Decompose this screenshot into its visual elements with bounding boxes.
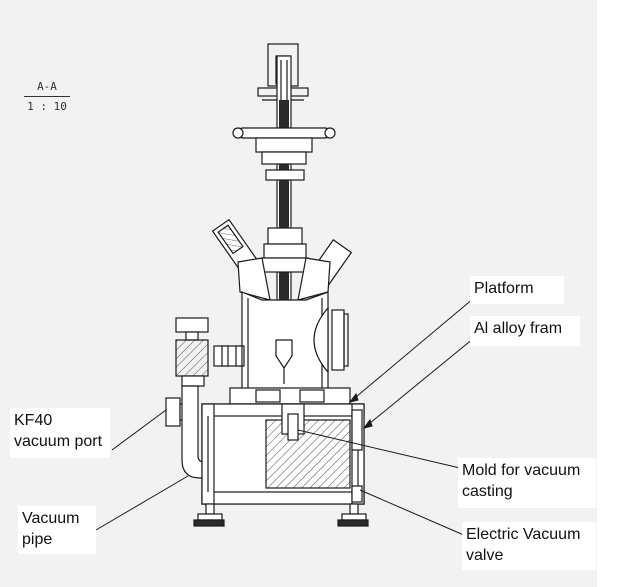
electric-valve-label: Electric Vacuum valve bbox=[462, 522, 596, 570]
electric-vacuum-valve bbox=[351, 409, 363, 451]
section-scale: 1 : 10 bbox=[27, 100, 67, 113]
frame-label-text: Al alloy fram bbox=[474, 320, 563, 337]
section-label: A-A 1 : 10 bbox=[24, 80, 70, 113]
frame-leader bbox=[363, 337, 475, 429]
section-divider bbox=[24, 96, 70, 97]
kf40-port bbox=[165, 397, 181, 427]
kf40-label-line1: KF40 bbox=[14, 412, 53, 429]
platform bbox=[229, 387, 351, 405]
kf40-leader bbox=[111, 409, 167, 451]
vacuum-pipe-leader bbox=[95, 475, 189, 531]
platform-label: Platform bbox=[470, 276, 564, 304]
viewing-window bbox=[313, 306, 329, 374]
valve-actuator bbox=[175, 317, 209, 333]
mold-leader bbox=[297, 429, 461, 469]
vacuum-pipe-label: Vacuum pipe bbox=[18, 506, 96, 554]
section-name: A-A bbox=[37, 80, 57, 93]
electric-valve-label-line1: Electric Vacuum bbox=[466, 526, 581, 543]
electric-valve-leader bbox=[359, 489, 467, 537]
vacuum-pipe-label-line1: Vacuum bbox=[22, 510, 80, 527]
page-margin-strip bbox=[597, 0, 622, 587]
kf40-label: KF40 vacuum port bbox=[10, 408, 110, 458]
mold-label-line2: casting bbox=[462, 483, 513, 500]
platform-leader bbox=[349, 297, 475, 403]
platform-label-text: Platform bbox=[474, 280, 534, 297]
electric-valve-label-line2: valve bbox=[466, 547, 504, 564]
mold-label-line1: Mold for vacuum bbox=[462, 462, 581, 479]
kf40-label-line2: vacuum port bbox=[14, 433, 103, 450]
frame-label: Al alloy fram bbox=[470, 316, 580, 346]
vacuum-pipe-label-line2: pipe bbox=[22, 531, 53, 548]
mold-label: Mold for vacuum casting bbox=[458, 458, 596, 508]
handwheel bbox=[237, 127, 331, 139]
casting-mold bbox=[265, 419, 351, 489]
